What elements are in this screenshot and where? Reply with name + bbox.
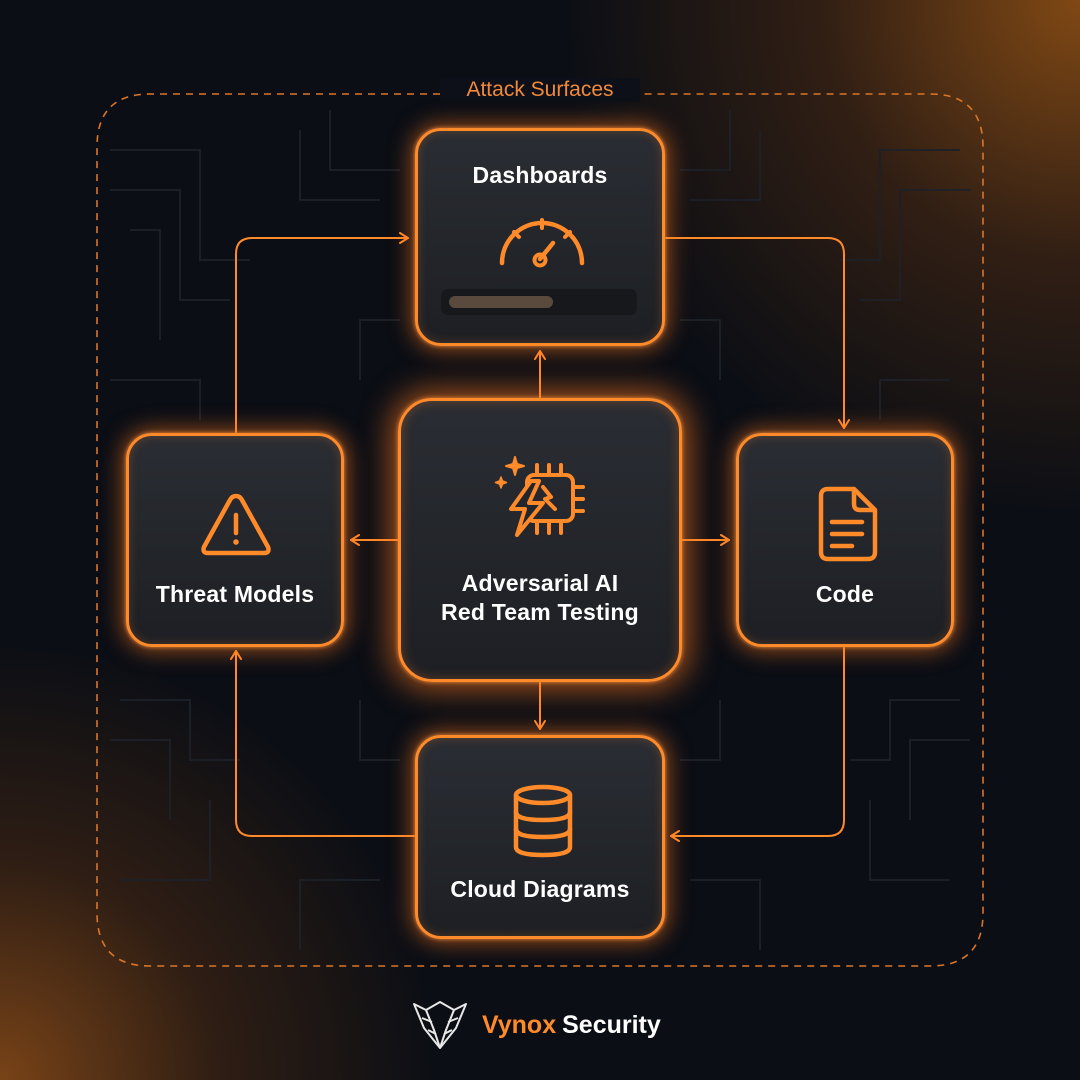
warning-triangle-icon — [201, 493, 271, 556]
vynox-logo — [413, 1001, 467, 1049]
ai-chip-lightning-icon — [494, 456, 585, 537]
connector-dashboards-to-code — [665, 237, 850, 429]
progress-bar — [441, 289, 637, 315]
document-icon — [818, 486, 878, 562]
gauge-icon — [499, 218, 585, 268]
circuit-pattern — [110, 110, 970, 950]
brand-name-part1: Vynox — [482, 1010, 557, 1039]
connector-threat-to-dashboards — [235, 232, 409, 433]
node-label: Cloud Diagrams — [450, 876, 630, 902]
database-icon — [513, 784, 573, 858]
connector-cloud-to-threat — [230, 650, 415, 837]
node-cloud-diagrams[interactable]: Cloud Diagrams — [415, 735, 665, 939]
node-threat-models[interactable]: Threat Models — [126, 433, 344, 647]
brand-name-part2: Security — [562, 1010, 661, 1039]
center-title-line1: Adversarial AI — [461, 570, 619, 596]
progress-fill — [449, 296, 553, 308]
center-title-line2: Red Team Testing — [441, 599, 639, 625]
node-label: Threat Models — [155, 581, 315, 607]
connector-code-to-cloud — [670, 647, 845, 842]
attack-surfaces-frame — [96, 93, 984, 967]
node-center-red-team[interactable]: Adversarial AI Red Team Testing — [398, 398, 682, 682]
node-label: Code — [815, 581, 875, 607]
node-label: Dashboards — [472, 162, 608, 188]
frame-title: Attack Surfaces — [440, 78, 640, 102]
node-dashboards[interactable]: Dashboards — [415, 128, 665, 346]
node-code[interactable]: Code — [736, 433, 954, 647]
